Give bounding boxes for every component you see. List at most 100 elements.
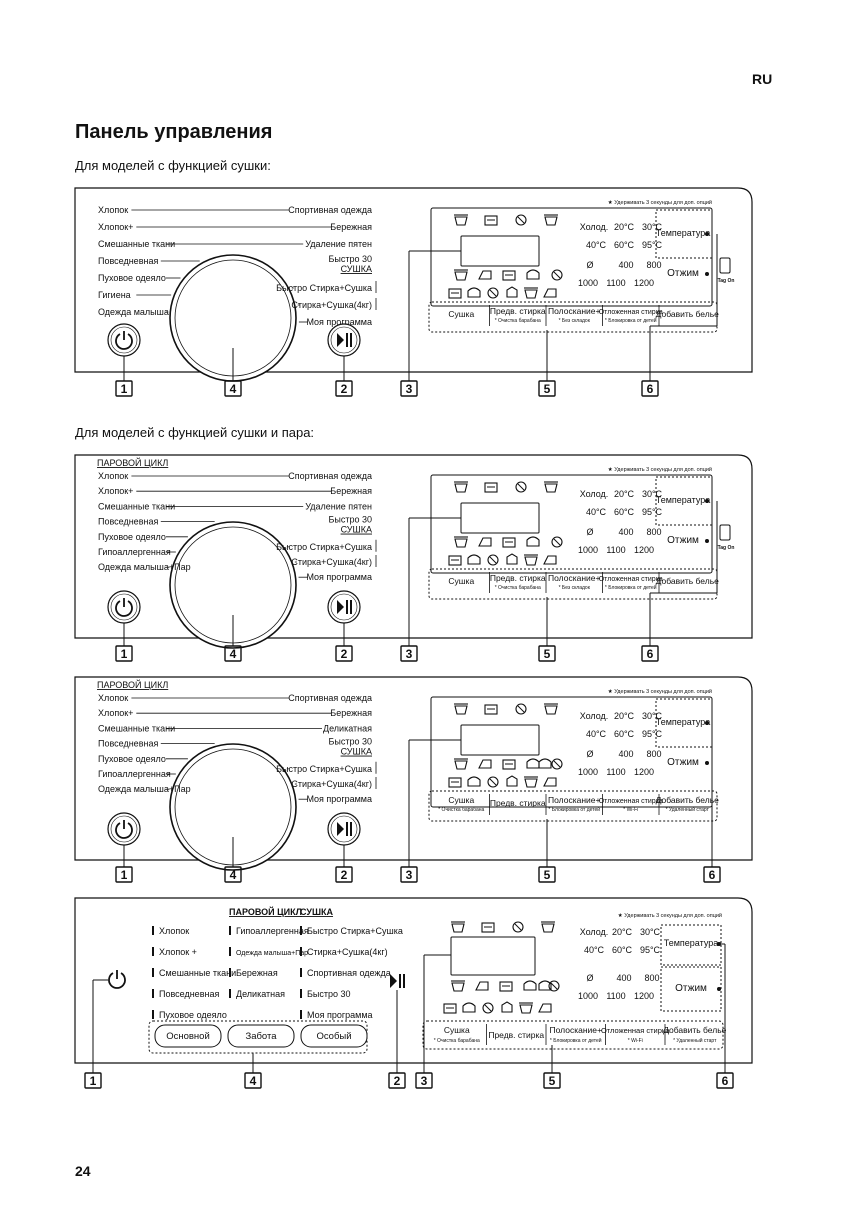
program-label-right: Быстро 30 xyxy=(328,737,372,747)
option-button[interactable]: Сушка* Очистка барабана xyxy=(434,1025,480,1044)
option-button[interactable]: Сушка xyxy=(448,309,474,319)
temperature-button[interactable]: Температура xyxy=(655,209,713,259)
program-label-right: Моя программа xyxy=(306,794,372,804)
spin-button[interactable]: Отжим xyxy=(667,268,709,279)
option-button-label: Предв. стирка xyxy=(490,306,546,316)
option-row-frame xyxy=(428,568,718,600)
option-button-note: * Без складок xyxy=(559,318,591,324)
spin-value: 1200 xyxy=(634,545,654,555)
option-button[interactable]: Отложенная стирка* Wi-Fi xyxy=(599,798,663,813)
selector-bar xyxy=(229,926,231,935)
program-label-left: Смешанные ткани xyxy=(98,723,175,733)
button-inner-ring xyxy=(110,593,138,621)
start-pause-button[interactable] xyxy=(390,974,405,988)
program-dial[interactable] xyxy=(169,521,297,649)
option-button-note: * Очистка барабана xyxy=(438,807,484,813)
temperature-button[interactable]: Температура xyxy=(660,924,722,966)
start-pause-button[interactable] xyxy=(327,812,361,846)
option-button[interactable]: Предв. стирка xyxy=(490,798,546,808)
callout-box xyxy=(703,866,721,883)
steam-cycle-header: ПАРОВОЙ ЦИКЛ xyxy=(97,457,168,468)
lcd-screen xyxy=(460,724,540,756)
pause-bar xyxy=(350,822,352,836)
spin-button[interactable]: Отжим xyxy=(660,966,722,1012)
option-button[interactable]: Полоскание+* Без складок xyxy=(548,306,600,324)
option-button[interactable]: Отложенная стирка* Блокировка от детей xyxy=(599,309,663,324)
callout-1: 1 xyxy=(115,866,133,883)
group-button-frame xyxy=(300,1024,368,1048)
hold-footnote: ★ Удерживать 3 секунды для доп. опций xyxy=(618,912,722,919)
group-button-label: Особый xyxy=(316,1031,351,1042)
program-label-left: Смешанные ткани xyxy=(98,239,175,249)
play-pause-icon xyxy=(337,333,352,347)
leader-line xyxy=(489,556,497,564)
option-icon xyxy=(478,537,492,547)
spin-button[interactable]: Отжим xyxy=(667,535,709,546)
option-button[interactable]: Полоскание+* Блокировка от детей xyxy=(550,1025,602,1044)
program-label-left: Хлопок+ xyxy=(98,222,133,232)
temperature-value: 40°C xyxy=(586,240,607,250)
selector-bar xyxy=(300,947,302,956)
callout-box xyxy=(400,866,418,883)
power-button[interactable] xyxy=(108,970,126,989)
option-button[interactable]: Добавить белье xyxy=(656,576,720,586)
option-button[interactable]: Полоскание+* Без складок xyxy=(548,573,600,591)
callout-3: 3 xyxy=(400,866,418,883)
temperature-button-label: Температура xyxy=(656,717,711,727)
group-button[interactable]: Забота xyxy=(227,1024,295,1048)
power-button[interactable] xyxy=(107,323,141,357)
shirt-shape xyxy=(506,286,518,298)
group-button-label: Забота xyxy=(245,1031,277,1042)
start-pause-button[interactable] xyxy=(327,590,361,624)
option-button[interactable]: Добавить белье xyxy=(656,309,720,319)
option-button[interactable]: Полоскание+* Блокировка от детей xyxy=(548,795,600,813)
spin-value: 1100 xyxy=(606,767,625,777)
option-icon xyxy=(541,921,555,933)
option-icon xyxy=(462,1002,476,1013)
drying-header: СУШКА xyxy=(341,264,372,274)
program-label-right: Деликатная xyxy=(323,723,372,733)
temperature-button-frame xyxy=(655,476,713,526)
option-button[interactable]: Отложенная стирка* Блокировка от детей xyxy=(599,576,663,591)
group-button[interactable]: Особый xyxy=(300,1024,368,1048)
option-button[interactable]: Предв. стирка * Очистка барабана xyxy=(490,306,546,324)
option-button[interactable]: Предв. стирка* Очистка барабана xyxy=(490,573,546,591)
power-button[interactable] xyxy=(107,812,141,846)
start-pause-button[interactable] xyxy=(327,323,361,357)
temperature-value: 20°C xyxy=(612,927,633,937)
callout-number: 5 xyxy=(544,868,551,882)
option-icon xyxy=(451,980,465,992)
option-button[interactable]: Сушка xyxy=(448,576,474,586)
option-button-label: Сушка xyxy=(448,309,474,319)
callout-box xyxy=(224,866,242,883)
callout-box xyxy=(543,1072,561,1089)
spin-button[interactable]: Отжим xyxy=(667,757,709,768)
group-button[interactable]: Основной xyxy=(154,1024,222,1048)
temperature-button[interactable]: Температура xyxy=(655,476,713,526)
spin-value: 1100 xyxy=(606,545,625,555)
tag-on-label: Tag On xyxy=(718,545,735,551)
option-icon xyxy=(551,536,563,548)
option-button-note: * Блокировка от детей xyxy=(548,806,600,813)
option-icon xyxy=(467,776,481,787)
program-label-left: Хлопок+ xyxy=(98,486,133,496)
temperature-button[interactable]: Температура xyxy=(655,698,713,748)
option-button-note: * Очистка барабана xyxy=(495,318,541,324)
option-icon xyxy=(526,269,540,280)
option-button[interactable]: Добавить белье* Удаленный старт xyxy=(656,795,720,813)
tub-shape xyxy=(451,982,465,992)
option-button[interactable]: Сушка* Очистка барабана xyxy=(438,795,484,813)
callout-6: 6 xyxy=(703,866,721,883)
leader-line xyxy=(553,271,561,279)
option-button[interactable]: Отложенная стирка* Wi-Fi xyxy=(601,1026,670,1044)
option-button[interactable]: Добавить белье* Удаленный старт xyxy=(663,1025,727,1044)
program-label-col1: Смешанные ткани xyxy=(159,968,236,978)
box-shape xyxy=(481,922,495,933)
callout-box xyxy=(335,866,353,883)
option-button[interactable]: Предв. стирка xyxy=(488,1030,544,1040)
power-button[interactable] xyxy=(107,590,141,624)
leader-line xyxy=(489,289,497,297)
program-label-right: Бережная xyxy=(330,708,372,718)
